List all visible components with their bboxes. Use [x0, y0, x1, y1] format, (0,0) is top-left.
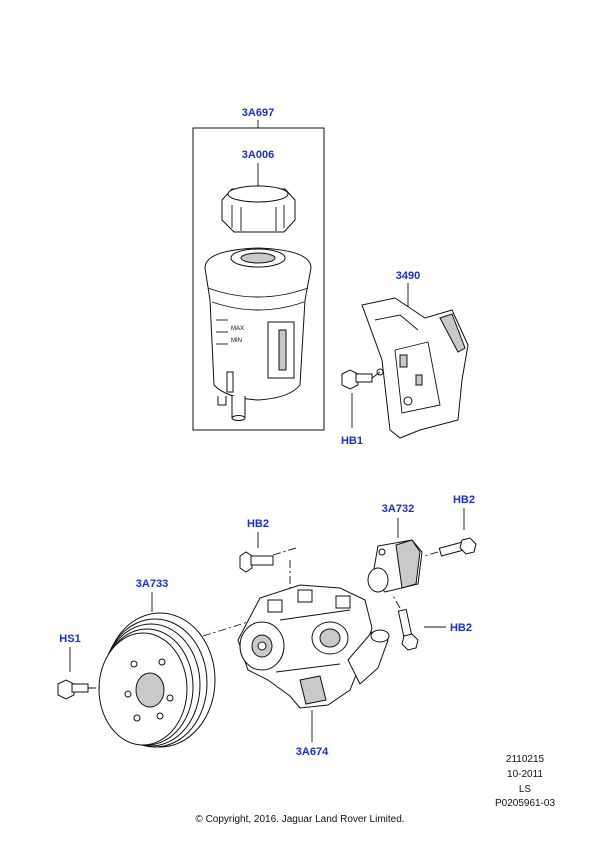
callout-fitting-bolt-lower[interactable]: HB2 [450, 622, 472, 634]
pump-fitting[interactable] [367, 518, 423, 593]
callout-reservoir-cap[interactable]: 3A006 [242, 149, 274, 161]
callout-pulley-bolt[interactable]: HS1 [59, 633, 80, 645]
footer-illustration-id: P0205961-03 [494, 798, 556, 809]
callout-bracket[interactable]: 3490 [396, 270, 420, 282]
power-steering-pump[interactable] [237, 584, 390, 742]
reservoir-frame [192, 127, 325, 431]
callout-bracket-bolt[interactable]: HB1 [341, 435, 363, 447]
footer-copyright: © Copyright, 2016. Jaguar Land Rover Lim… [195, 814, 405, 825]
footer-date: 10-2011 [507, 769, 543, 780]
max-marking: MAX [231, 326, 244, 332]
bracket-bolt[interactable] [341, 369, 381, 428]
callout-pump-fitting[interactable]: 3A732 [382, 503, 414, 515]
bracket[interactable] [361, 283, 469, 439]
pump-pulley[interactable] [98, 592, 249, 748]
callout-pump-bolt-upper[interactable]: HB2 [247, 518, 269, 530]
callout-fitting-bolt-right[interactable]: HB2 [453, 494, 475, 506]
footer-code: LS [518, 784, 532, 795]
callout-reservoir-assembly[interactable]: 3A697 [242, 107, 274, 119]
reservoir-body[interactable]: MAX MIN [204, 247, 312, 421]
reservoir-group: MAX MIN [192, 120, 325, 431]
callout-pump[interactable]: 3A674 [296, 746, 329, 758]
min-marking: MIN [231, 338, 242, 344]
footer-number: 2110215 [505, 754, 545, 765]
reservoir-cap[interactable] [221, 185, 296, 233]
fitting-bolt-lower[interactable] [391, 593, 446, 651]
callout-pump-pulley[interactable]: 3A733 [136, 578, 168, 590]
fitting-bolt-right[interactable] [423, 508, 477, 557]
pulley-bolt[interactable] [57, 647, 100, 700]
